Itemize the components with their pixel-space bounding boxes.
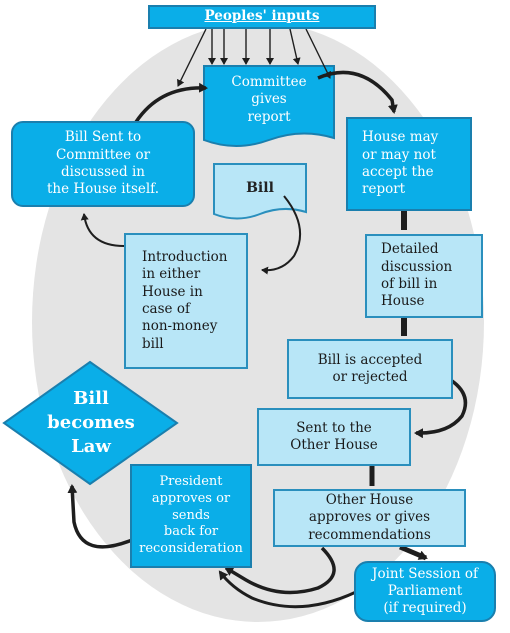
input-arrows [177, 28, 331, 87]
bill-card-shape [213, 163, 307, 220]
other-house-line-1: Other House [325, 492, 414, 509]
bill-sent-line-4: the House itself. [47, 181, 159, 198]
house-may-line-1: House may [362, 129, 439, 146]
intro-line-2: in either [142, 266, 201, 283]
bill-sent-line-2: Committee or [55, 146, 151, 163]
bill-accepted-box: Bill is accepted or rejected [287, 339, 453, 399]
becomes-law-line-3: Law [71, 436, 111, 458]
president-line-5: reconsideration [139, 540, 243, 556]
joint-session-box: Joint Session of Parliament (if required… [354, 561, 496, 622]
detailed-line-2: discussion [381, 258, 453, 275]
detailed-line-4: House [381, 293, 425, 310]
intro-line-3: House in [142, 283, 203, 300]
accepted-line-2: or rejected [332, 369, 408, 385]
intro-line-5: non-money [142, 318, 218, 335]
other-house-line-3: recommendations [308, 526, 431, 543]
becomes-law-line-2: becomes [47, 411, 135, 433]
committee-line-3: report [247, 108, 291, 125]
house-may-line-2: or may not [362, 146, 436, 163]
intro-line-6: bill [142, 335, 164, 352]
committee-report-shape [203, 65, 335, 147]
committee-line-1: Committee [231, 74, 307, 91]
president-line-2: approves or [151, 491, 231, 507]
president-line-4: back for [163, 524, 219, 540]
becomes-law-line-1: Bill [73, 387, 109, 409]
accepted-line-1: Bill is accepted [317, 351, 423, 368]
sent-other-line-2: Other House [290, 437, 378, 453]
committee-line-2: gives [251, 91, 287, 108]
becomes-law-box: Bill becomes Law [28, 385, 154, 461]
becomes-law-diamond [2, 360, 179, 486]
peoples-inputs-box: Peoples' inputs [148, 5, 376, 29]
intro-line-4: case of [142, 301, 190, 317]
detailed-line-1: Detailed [381, 241, 439, 258]
sent-other-house-box: Sent to the Other House [257, 408, 411, 466]
introduction-box: Introduction in either House in case of … [124, 233, 248, 369]
bill-card-label: Bill [246, 180, 274, 197]
bill-sent-line-1: Bill Sent to [64, 129, 142, 146]
house-may-line-4: report [362, 181, 406, 198]
other-house-line-2: approves or gives [308, 509, 431, 526]
president-line-3: sends [172, 507, 210, 523]
other-house-box: Other House approves or gives recommenda… [273, 489, 466, 547]
house-may-box: House may or may not accept the report [346, 117, 472, 211]
flow-arrows [67, 70, 468, 609]
bill-card: Bill [214, 164, 306, 220]
joint-line-2: Parliament [387, 582, 463, 599]
bill-sent-line-3: discussed in [61, 164, 145, 180]
house-may-line-3: accept the [362, 164, 434, 180]
joint-line-3: (if required) [383, 600, 467, 617]
detailed-discussion-box: Detailed discussion of bill in House [365, 234, 483, 318]
sent-other-line-1: Sent to the [296, 419, 372, 436]
peoples-inputs-label: Peoples' inputs [204, 8, 320, 25]
committee-report-box: Committee gives report [204, 66, 334, 152]
president-line-1: President [159, 474, 223, 490]
bill-sent-box: Bill Sent to Committee or discussed in t… [11, 121, 195, 207]
president-box: President approves or sends back for rec… [130, 464, 252, 568]
intro-line-1: Introduction [142, 249, 228, 266]
joint-line-1: Joint Session of [372, 565, 478, 582]
detailed-line-3: of bill in [381, 276, 438, 292]
